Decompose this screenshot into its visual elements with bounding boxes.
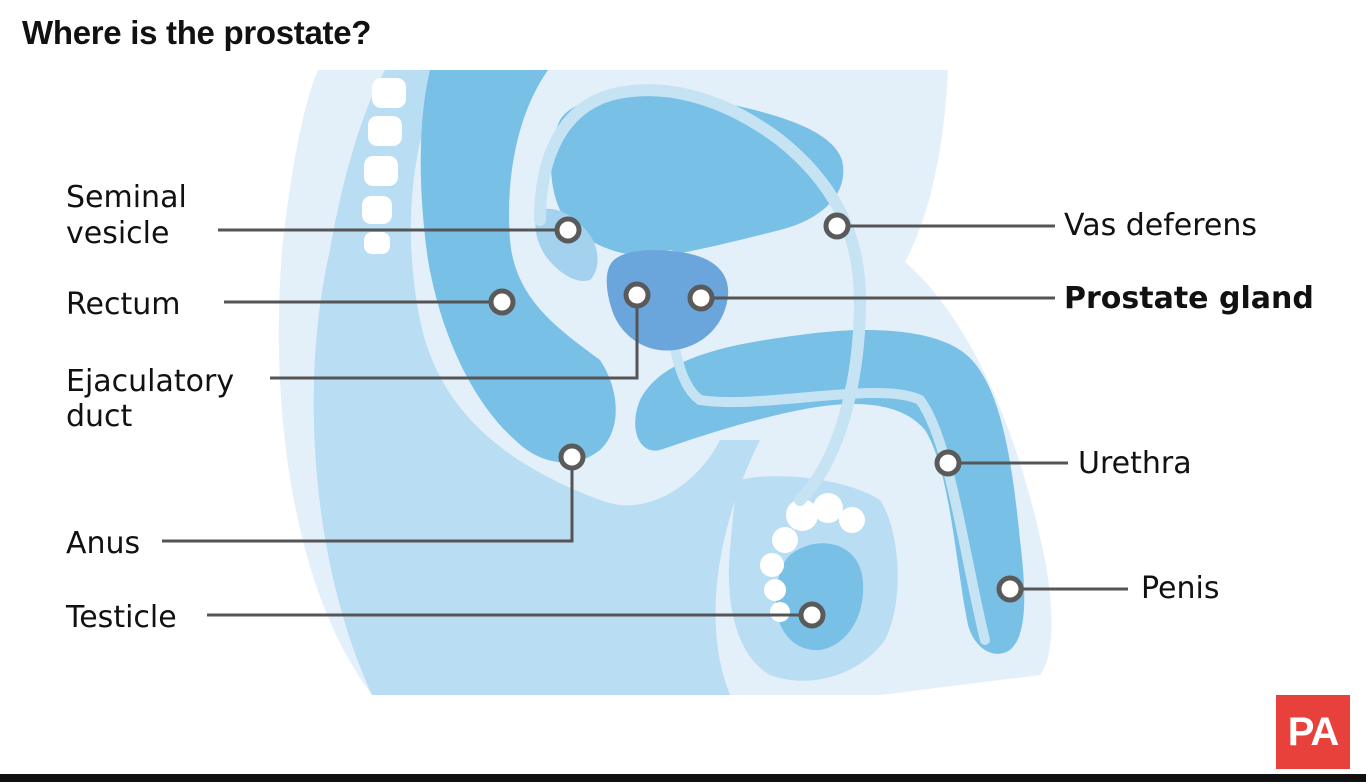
marker-seminal-vesicle — [554, 216, 582, 244]
label-penis: Penis — [1141, 571, 1219, 606]
label-anus: Anus — [66, 526, 140, 561]
marker-prostate-gland — [687, 284, 715, 312]
label-urethra: Urethra — [1078, 446, 1192, 481]
testicle-organ — [775, 543, 864, 651]
bottom-rule — [0, 774, 1366, 782]
label-rectum: Rectum — [66, 287, 180, 322]
page-title: Where is the prostate? — [22, 14, 372, 51]
urethra-tube — [664, 250, 990, 645]
marker-penis — [996, 575, 1024, 603]
epididymis — [760, 493, 865, 622]
marker-ejaculatory-duct — [623, 281, 651, 309]
pa-logo: PA — [1276, 695, 1350, 769]
label-ejaculatory-duct-2: duct — [66, 399, 133, 434]
label-seminal-vesicle-1: Seminal — [66, 180, 187, 215]
marker-vas-deferens — [823, 212, 851, 240]
marker-testicle — [798, 601, 826, 629]
leader-lines — [162, 224, 1128, 617]
spine — [362, 78, 406, 254]
label-testicle: Testicle — [65, 600, 177, 635]
vas-deferens-tube — [534, 84, 867, 506]
rectum-organ — [420, 70, 616, 463]
marker-anus — [558, 443, 586, 471]
label-prostate-gland: Prostate gland — [1064, 281, 1314, 316]
label-vas-deferens: Vas deferens — [1064, 208, 1257, 243]
label-seminal-vesicle-2: vesicle — [66, 216, 169, 251]
label-ejaculatory-duct-1: Ejaculatory — [66, 364, 234, 399]
seminal-vesicle-organ — [535, 208, 598, 281]
marker-urethra — [934, 449, 962, 477]
marker-rectum — [488, 288, 516, 316]
lower-torso — [313, 70, 760, 695]
